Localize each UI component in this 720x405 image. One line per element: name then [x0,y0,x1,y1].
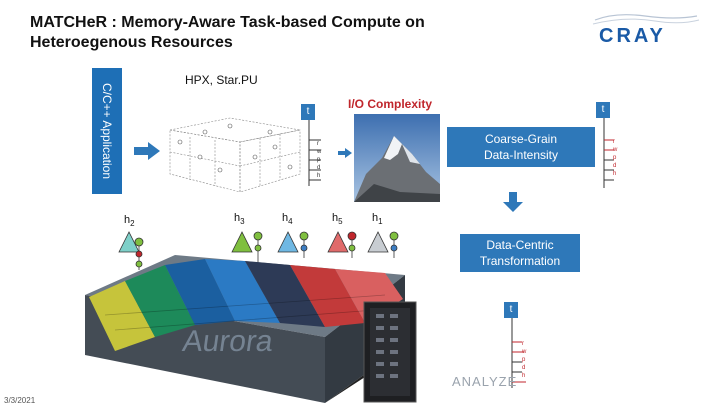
cray-logo: CRAY [592,14,700,47]
dct-line-2: Transformation [479,254,561,268]
io-complexity-label: I/O Complexity [348,97,433,111]
title-line-2: Heteroegenous Resources [30,34,233,51]
rack-label: Aurora [181,325,276,358]
host-label-h2: h2 [124,214,135,229]
timeline-1-t: t [301,104,315,120]
timeline-1-bars [308,120,321,186]
arrow-right-icon [134,142,160,160]
application-sidebar: C/C++ Application [92,68,122,194]
timeline-2-bars [603,118,614,188]
host-label-h4: h4 [282,212,293,227]
spacer [442,142,444,144]
hpx-label: HPX, Star.PU [185,73,258,87]
timeline-2-t: t [596,102,610,118]
data-centric-box: Data-Centric Transformation [460,234,580,272]
host-label-h1: h1 [372,212,383,227]
aurora-rack-illustration: Aurora [85,255,405,403]
title-line-1: MATCHeR : Memory-Aware Task-based Comput… [30,14,425,31]
task-graph-diagram [169,117,301,193]
analyze-label: ANALYZE [452,374,518,389]
mountain-image [354,114,440,202]
timeline-3-t: t [504,302,518,318]
dct-line-1: Data-Centric [486,238,554,252]
host-task-glyphs [118,231,399,270]
sidebar-label: C/C++ Application [100,82,114,180]
slide-date: 3/3/2021 [4,396,36,405]
host-label-h3: h3 [234,212,245,227]
timeline-3-bars [511,318,526,388]
arrow-down-icon [503,192,523,212]
slide-title: MATCHeR : Memory-Aware Task-based Comput… [30,13,425,53]
arrow-right-icon-2 [570,141,594,159]
server-rack-icon [363,301,417,403]
logo-text: CRAY [599,25,666,47]
coarse-line-2: Data-Intensity [483,148,559,162]
coarse-grain-box: Coarse-Grain Data-Intensity [447,127,595,167]
coarse-line-1: Coarse-Grain [484,132,557,146]
arrow-right-small-icon [338,148,352,158]
host-label-h5: h5 [332,212,343,227]
